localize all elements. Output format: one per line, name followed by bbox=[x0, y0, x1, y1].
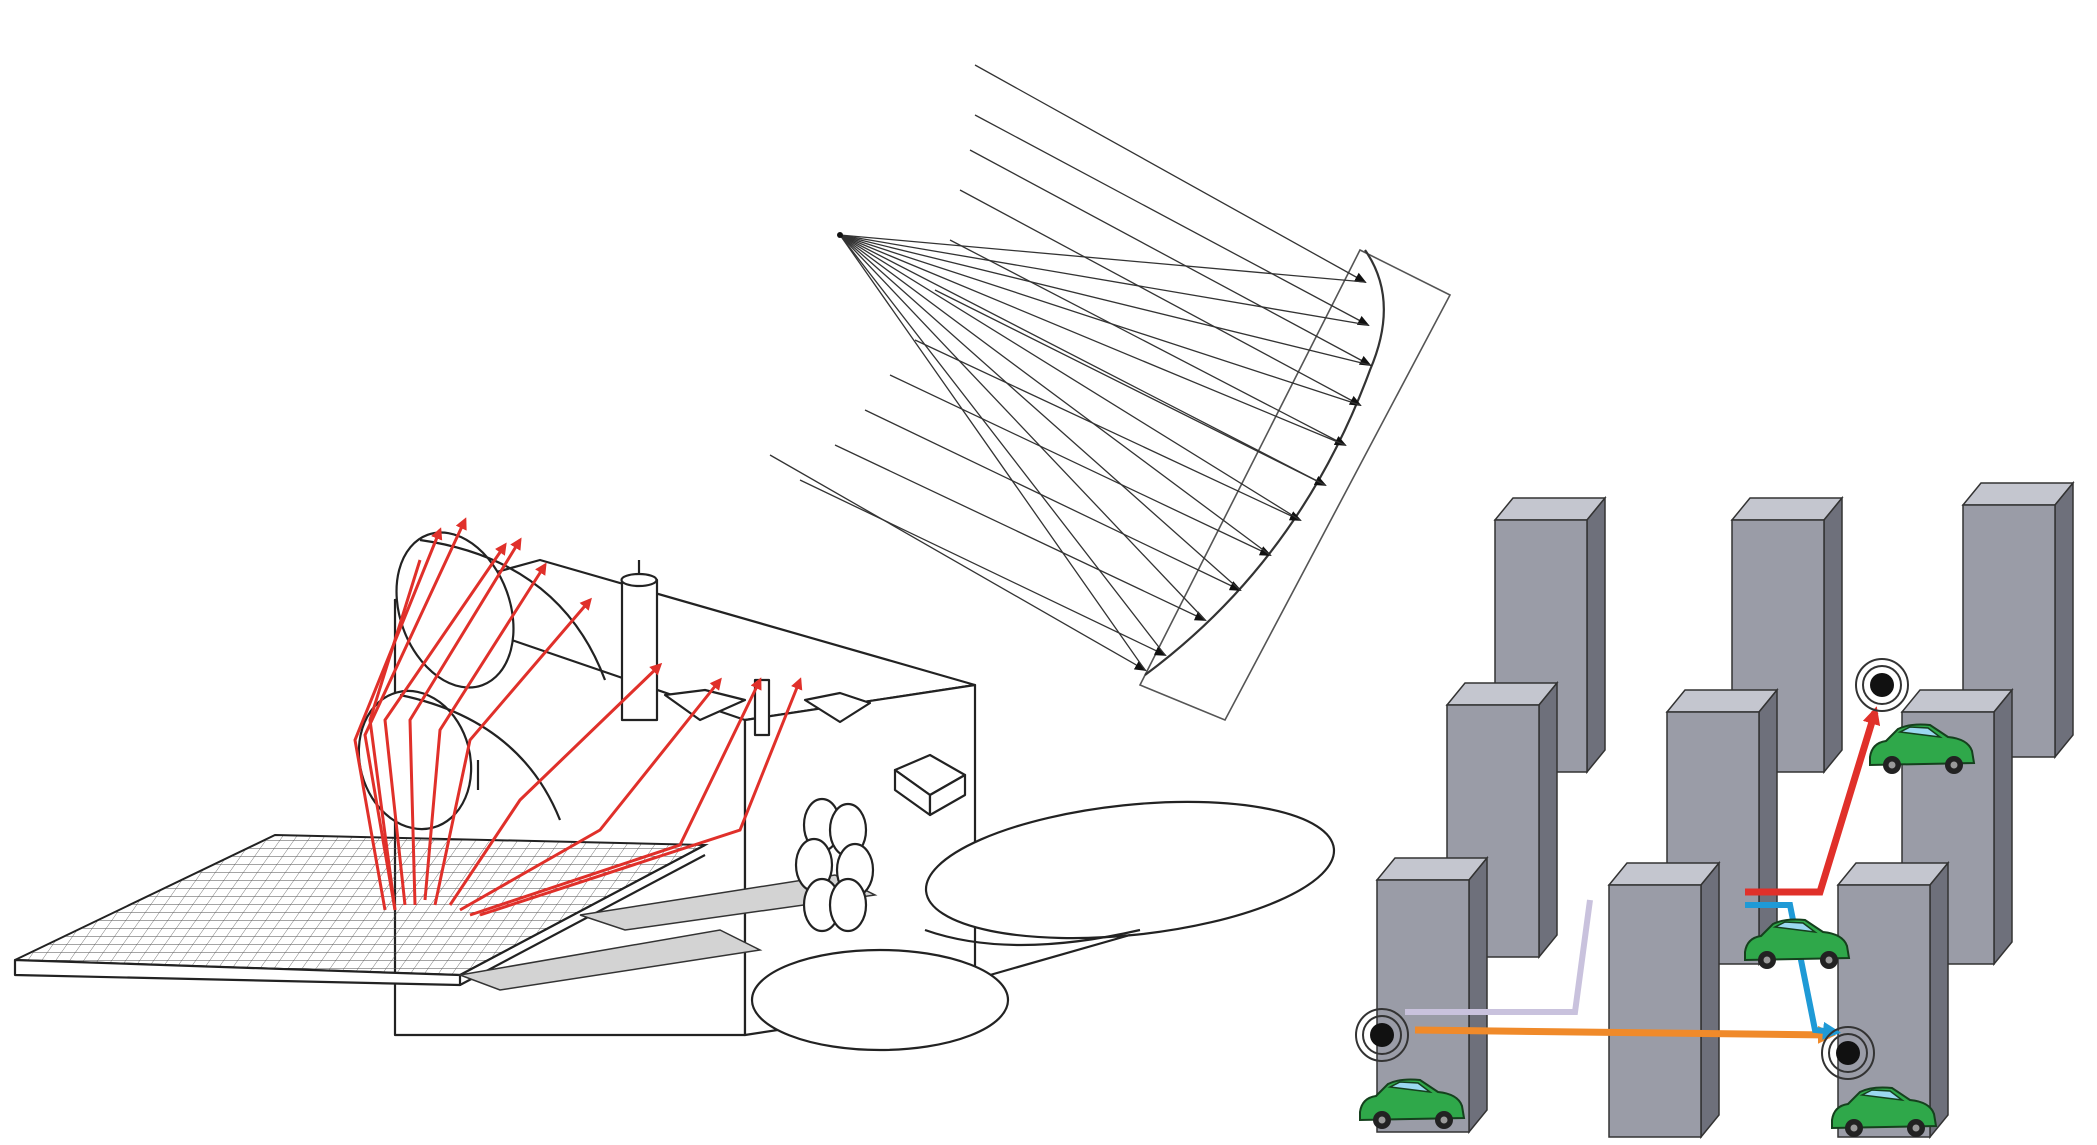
reflected-ray bbox=[433, 597, 592, 906]
signal-path-blue bbox=[1745, 902, 1841, 1040]
signal-beacon-icon bbox=[1821, 1026, 1875, 1080]
radiator-plate-2 bbox=[457, 929, 763, 991]
reflected-ray bbox=[408, 537, 522, 906]
radiator-plate-1 bbox=[579, 874, 878, 931]
reflected-ray bbox=[353, 527, 443, 911]
building bbox=[1608, 862, 1720, 1138]
reflected-ray bbox=[479, 677, 803, 917]
signal-path-red bbox=[1745, 706, 1881, 896]
side-reflector-small bbox=[750, 948, 1010, 1052]
incoming-rays bbox=[769, 64, 1372, 671]
focal-point bbox=[837, 232, 843, 238]
reflector-dish-1 bbox=[395, 531, 515, 689]
reflector-backplate bbox=[1138, 248, 1452, 722]
horn-antenna-1 bbox=[663, 688, 747, 722]
signal-beacon-icon bbox=[1855, 658, 1909, 712]
reflected-ray bbox=[423, 562, 547, 901]
signal-beacon-icon bbox=[1355, 1008, 1409, 1062]
side-reflector-large bbox=[924, 800, 1336, 940]
sensor-block bbox=[753, 678, 771, 737]
urban-canyon-panel bbox=[1355, 482, 2074, 1138]
antenna-mast bbox=[620, 578, 659, 722]
reflected-ray bbox=[459, 677, 722, 912]
reflected-ray bbox=[383, 542, 507, 906]
reflected-rays bbox=[353, 517, 803, 917]
focused-rays bbox=[839, 234, 1371, 671]
reflected-ray bbox=[363, 517, 467, 911]
reflected-ray bbox=[469, 677, 762, 917]
thruster-cluster bbox=[794, 797, 875, 933]
signal-path-orange bbox=[1414, 1025, 1836, 1044]
signal-path-lavender bbox=[1405, 899, 1593, 1015]
reflected-ray bbox=[368, 559, 422, 911]
satellite-multipath-reflection-panel bbox=[13, 517, 1336, 1052]
horn-antenna-2 bbox=[803, 691, 872, 724]
parabolic-reflector-panel bbox=[769, 64, 1452, 722]
reflected-ray bbox=[448, 662, 663, 906]
parabolic-reflector-surface bbox=[1144, 249, 1385, 676]
